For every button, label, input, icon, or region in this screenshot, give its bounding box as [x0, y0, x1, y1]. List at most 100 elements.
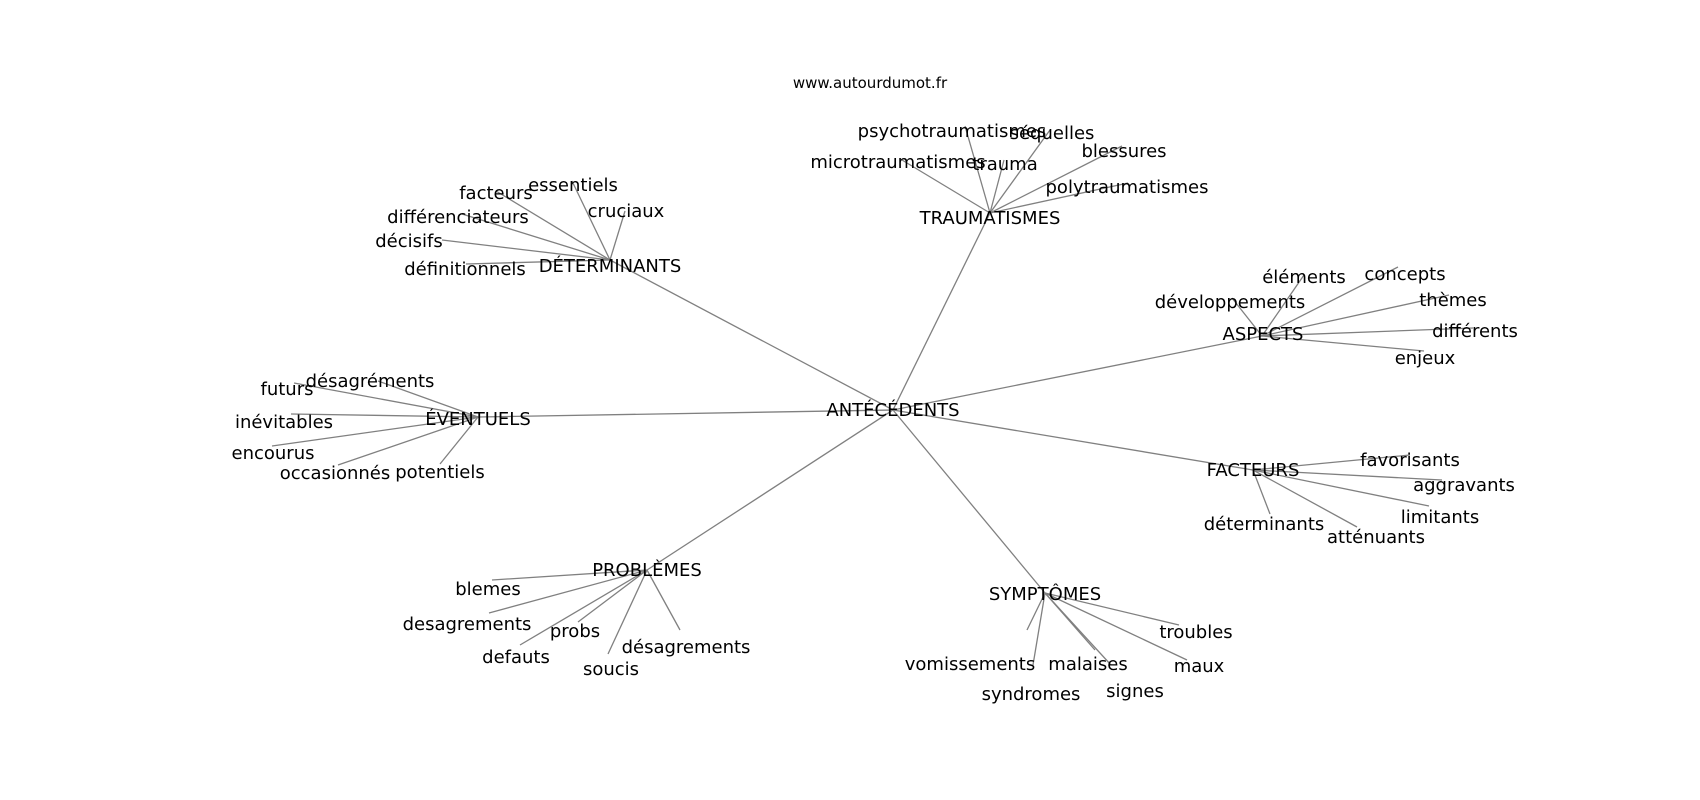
edge-center-determinants — [609, 259, 894, 411]
leaf-node-aspects-2[interactable]: développements — [1155, 292, 1306, 313]
leaf-node-aspects-5[interactable]: enjeux — [1395, 348, 1456, 369]
edge-problemes-leaf-5 — [607, 569, 648, 655]
leaf-node-symptomes-3[interactable]: maux — [1174, 656, 1225, 677]
leaf-node-determinants-2[interactable]: cruciaux — [588, 201, 665, 222]
edge-eventuels-leaf-4 — [337, 416, 479, 466]
leaf-node-eventuels-2[interactable]: inévitables — [235, 412, 333, 433]
leaf-node-problemes-5[interactable]: soucis — [583, 659, 639, 680]
edge-determinants-leaf-0 — [495, 190, 611, 261]
edge-symptomes-leaf-5 — [1044, 592, 1112, 666]
edge-determinants-leaf-3 — [461, 213, 611, 261]
labels-layer: www.autourdumot.fr ANTÉCÉDENTS TRAUMATIS… — [232, 74, 1518, 705]
leaf-node-aspects-4[interactable]: différents — [1432, 321, 1518, 342]
edge-facteurs-leaf-1 — [1252, 469, 1443, 481]
leaf-node-symptomes-5[interactable]: signes — [1106, 681, 1164, 702]
leaf-node-traumatismes-3[interactable]: microtraumatismes — [810, 152, 985, 173]
leaf-node-determinants-4[interactable]: décisifs — [375, 231, 443, 252]
edge-eventuels-leaf-2 — [290, 413, 479, 418]
edge-aspects-leaf-4 — [1261, 327, 1474, 337]
edge-determinants-leaf-5 — [465, 259, 611, 265]
edge-center-eventuels — [477, 409, 894, 418]
edge-traumatismes-leaf-0 — [964, 125, 991, 214]
leaf-node-traumatismes-5[interactable]: polytraumatismes — [1046, 177, 1209, 198]
edge-aspects-leaf-3 — [1261, 294, 1450, 337]
hub-node-problemes[interactable]: PROBLÈMES — [592, 559, 702, 581]
edge-determinants-leaf-2 — [609, 210, 626, 261]
leaf-node-facteurs-0[interactable]: favorisants — [1360, 450, 1460, 471]
edge-center-aspects — [892, 335, 1263, 411]
edge-problemes-leaf-1 — [488, 569, 648, 614]
hub-node-eventuels[interactable]: ÉVENTUELS — [425, 408, 531, 430]
edge-center-symptomes — [892, 409, 1046, 594]
hub-node-symptomes[interactable]: SYMPTÔMES — [989, 583, 1101, 605]
leaf-node-facteurs-2[interactable]: limitants — [1401, 507, 1479, 528]
edge-problemes-leaf-3 — [646, 569, 681, 631]
edge-determinants-leaf-4 — [441, 239, 611, 261]
leaf-node-facteurs-4[interactable]: atténuants — [1327, 527, 1425, 548]
leaf-node-determinants-3[interactable]: différenciateurs — [387, 207, 529, 228]
leaf-node-traumatismes-1[interactable]: séquelles — [1010, 123, 1095, 144]
leaf-node-eventuels-0[interactable]: désagréments — [306, 371, 435, 392]
edge-facteurs-leaf-3 — [1252, 469, 1271, 515]
edge-aspects-leaf-1 — [1261, 266, 1399, 337]
leaf-node-eventuels-3[interactable]: encourus — [232, 443, 315, 464]
edge-traumatismes-leaf-4 — [989, 159, 1005, 214]
edge-symptomes-leaf-0 — [1044, 592, 1180, 626]
edge-center-traumatismes — [892, 212, 991, 411]
leaf-node-aspects-0[interactable]: éléments — [1262, 267, 1346, 288]
edge-traumatismes-leaf-5 — [989, 182, 1129, 214]
edge-aspects-leaf-2 — [1231, 297, 1263, 337]
edge-eventuels-leaf-3 — [271, 416, 479, 447]
hub-node-determinants[interactable]: DÉTERMINANTS — [539, 255, 682, 277]
edges-layer — [271, 125, 1474, 666]
leaf-node-aspects-1[interactable]: concepts — [1364, 264, 1445, 285]
edge-center-facteurs — [892, 409, 1254, 471]
edge-eventuels-leaf-1 — [293, 382, 479, 418]
leaf-node-eventuels-4[interactable]: occasionnés — [280, 463, 391, 484]
edge-traumatismes-leaf-3 — [901, 159, 991, 214]
leaf-node-facteurs-1[interactable]: aggravants — [1413, 475, 1515, 496]
leaf-node-aspects-3[interactable]: thèmes — [1419, 290, 1487, 311]
center-node-label[interactable]: ANTÉCÉDENTS — [826, 399, 959, 421]
leaf-node-facteurs-3[interactable]: déterminants — [1204, 514, 1325, 535]
edge-symptomes-leaf-3 — [1044, 592, 1188, 661]
leaf-node-problemes-2[interactable]: probs — [550, 621, 600, 642]
leaf-node-determinants-1[interactable]: essentiels — [528, 175, 618, 196]
leaf-node-symptomes-1[interactable]: vomissements — [905, 654, 1035, 675]
leaf-node-symptomes-2[interactable]: malaises — [1048, 654, 1127, 675]
leaf-node-traumatismes-4[interactable]: trauma — [972, 154, 1037, 175]
edge-determinants-leaf-1 — [571, 180, 611, 261]
edge-center-problemes — [646, 409, 894, 571]
edge-eventuels-leaf-0 — [377, 380, 479, 418]
edge-problemes-leaf-2 — [577, 569, 648, 623]
leaf-node-problemes-3[interactable]: désagrements — [622, 637, 751, 658]
leaf-node-traumatismes-0[interactable]: psychotraumatismes — [858, 121, 1047, 142]
hub-node-facteurs[interactable]: FACTEURS — [1207, 460, 1300, 481]
leaf-node-symptomes-4[interactable]: syndromes — [982, 684, 1081, 705]
edge-problemes-leaf-0 — [491, 569, 648, 581]
edge-eventuels-leaf-5 — [439, 416, 479, 465]
leaf-node-problemes-4[interactable]: defauts — [482, 647, 550, 668]
edge-facteurs-leaf-4 — [1252, 469, 1358, 528]
edge-traumatismes-leaf-2 — [989, 145, 1123, 214]
hub-node-traumatismes[interactable]: TRAUMATISMES — [919, 208, 1061, 229]
edge-aspects-leaf-5 — [1261, 335, 1425, 352]
leaf-node-symptomes-0[interactable]: troubles — [1159, 622, 1232, 643]
hub-node-aspects[interactable]: ASPECTS — [1223, 324, 1304, 345]
leaf-node-problemes-1[interactable]: desagrements — [403, 614, 532, 635]
leaf-node-problemes-0[interactable]: blemes — [455, 579, 521, 600]
edge-aspects-leaf-0 — [1261, 274, 1305, 337]
leaf-node-eventuels-1[interactable]: futurs — [261, 379, 314, 400]
leaf-node-determinants-5[interactable]: définitionnels — [404, 259, 526, 280]
edge-facteurs-leaf-0 — [1252, 454, 1411, 471]
edge-problemes-leaf-4 — [519, 569, 648, 646]
edge-symptomes-leaf-1 — [1026, 592, 1046, 631]
leaf-node-traumatismes-2[interactable]: blessures — [1081, 141, 1166, 162]
edge-facteurs-leaf-2 — [1252, 469, 1430, 507]
leaf-node-eventuels-5[interactable]: potentiels — [395, 462, 485, 483]
leaf-node-determinants-0[interactable]: facteurs — [459, 183, 533, 204]
edge-traumatismes-leaf-1 — [989, 129, 1051, 214]
source-label: www.autourdumot.fr — [793, 74, 948, 92]
